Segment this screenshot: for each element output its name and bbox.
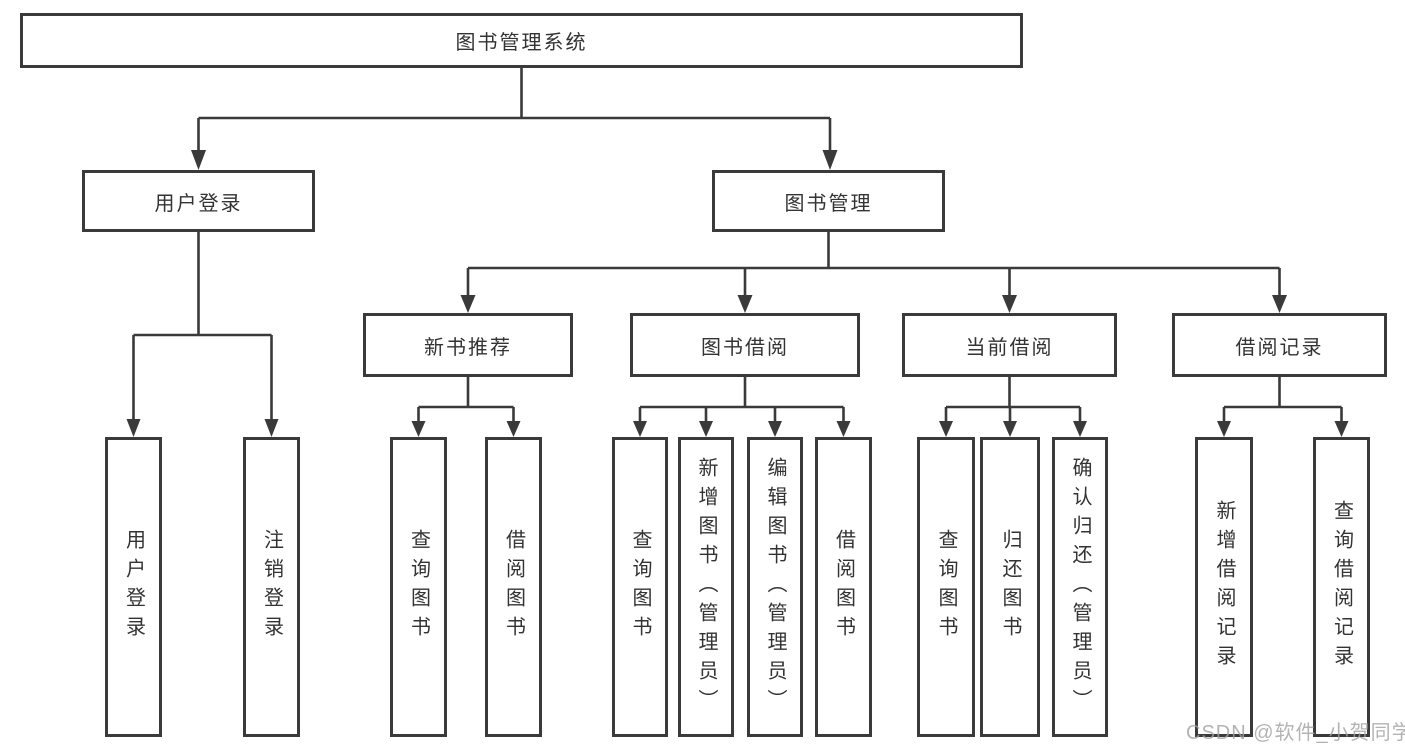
node-label: 新增图书（管理员） <box>695 456 717 718</box>
node-label: 查询借阅记录 <box>1330 500 1353 674</box>
node-label: 图书借阅 <box>701 336 789 359</box>
node-label: 图书管理系统 <box>455 32 588 54</box>
leaf-query-books-borrowing: 查询图书 <box>612 437 668 737</box>
node-label: 借阅图书 <box>832 529 855 645</box>
leaf-user-login: 用户登录 <box>105 437 162 737</box>
leaf-borrow-books-recommendation: 借阅图书 <box>485 437 542 737</box>
node-label: 借阅图书 <box>502 529 525 645</box>
node-user-login: 用户登录 <box>82 170 315 232</box>
node-label: 图书管理 <box>784 192 873 215</box>
leaf-confirm-return-admin: 确认归还（管理员） <box>1052 437 1108 737</box>
node-label: 查询图书 <box>629 529 651 645</box>
leaf-logout: 注销登录 <box>243 437 300 737</box>
node-label: 查询图书 <box>407 529 430 645</box>
connector-current-borrowing-children <box>939 377 1087 437</box>
leaf-add-borrow-record: 新增借阅记录 <box>1195 437 1253 737</box>
node-label: 用户登录 <box>154 192 243 215</box>
node-label: 当前借阅 <box>965 336 1054 359</box>
node-label: 用户登录 <box>122 529 145 645</box>
node-label: 借阅记录 <box>1235 336 1324 359</box>
connector-user-login-children <box>126 232 279 437</box>
node-borrowing-records: 借阅记录 <box>1172 313 1387 377</box>
node-book-borrowing: 图书借阅 <box>630 313 860 377</box>
connector-borrowing-records-children <box>1217 377 1349 437</box>
connector-root-to-level1 <box>191 68 838 170</box>
node-label: 注销登录 <box>260 529 283 645</box>
node-label: 归还图书 <box>999 529 1021 645</box>
watermark-text: CSDN @软件_小贺同学 <box>1186 722 1405 744</box>
node-label: 编辑图书（管理员） <box>764 456 786 718</box>
leaf-borrow-books: 借阅图书 <box>815 437 872 737</box>
leaf-edit-books-admin: 编辑图书（管理员） <box>747 437 803 737</box>
node-label: 新书推荐 <box>424 336 512 359</box>
node-label: 确认归还（管理员） <box>1069 456 1091 718</box>
node-current-borrowing: 当前借阅 <box>902 313 1117 377</box>
leaf-add-books-admin: 新增图书（管理员） <box>678 437 734 737</box>
node-label: 查询图书 <box>935 529 957 645</box>
connector-book-borrowing-children <box>633 377 851 437</box>
leaf-query-borrow-record: 查询借阅记录 <box>1313 437 1370 737</box>
leaf-query-books-current: 查询图书 <box>917 437 975 737</box>
node-label: 新增借阅记录 <box>1213 500 1235 674</box>
leaf-return-books: 归还图书 <box>980 437 1040 737</box>
connector-new-book-recommendation-children <box>411 377 521 437</box>
leaf-query-books-recommendation: 查询图书 <box>390 437 447 737</box>
connector-book-management-children <box>460 232 1287 313</box>
node-book-management: 图书管理 <box>712 170 945 232</box>
node-new-book-recommendation: 新书推荐 <box>363 313 573 377</box>
node-library-management-system: 图书管理系统 <box>20 13 1023 68</box>
